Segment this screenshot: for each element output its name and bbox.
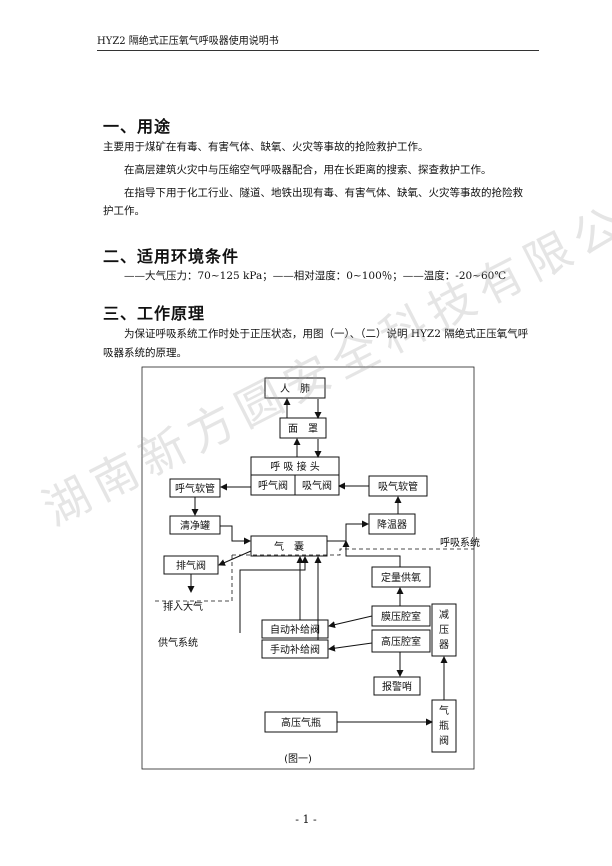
bag-label: 气 囊 [274, 540, 304, 553]
auto-valve-box [261, 619, 329, 639]
usage-paragraph-1: 主要用于煤矿在有毒、有害气体、缺氧、火灾等事故的抢险救护工作。 [103, 141, 429, 153]
inhale-valve-label: 吸气阀 [302, 479, 332, 492]
manual-valve-box [261, 639, 329, 659]
cooler-box [368, 513, 416, 535]
section-title-principle: 三、工作原理 [103, 304, 206, 323]
diagram-frame [141, 366, 475, 770]
supply-system-label: 供气系统 [158, 636, 198, 649]
mask-box [279, 417, 327, 439]
cylinder-valve-vertical-label: 气瓶阀 [439, 704, 449, 747]
exhale-valve-label: 呼气阀 [258, 479, 288, 492]
constant-supply-label: 定量供氧 [381, 571, 421, 584]
principle-paragraph-2: 吸器系统的原理。 [103, 347, 187, 359]
reducer-vertical-label: 减压器 [439, 609, 449, 651]
breathing-system-label: 呼吸系统 [440, 536, 480, 549]
usage-paragraph-3: 在指导下用于化工行业、隧道、地铁出现有毒、有害气体、缺氧、火灾等事故的抢险救 [124, 187, 523, 199]
alarm-box [373, 676, 421, 696]
scrubber-label: 清净罐 [180, 519, 210, 532]
bag-box [250, 535, 328, 557]
high-pressure-chamber-box [371, 629, 431, 653]
figure-caption: (图一) [284, 753, 312, 765]
document-header: HYZ2 隔绝式正压氧气呼吸器使用说明书 [97, 34, 539, 51]
alarm-label: 报警哨 [382, 680, 412, 693]
svg-text:气瓶阀: 气瓶阀 [439, 704, 449, 747]
connector-label: 呼 吸 接 头 [270, 460, 320, 473]
header-title: HYZ2 隔绝式正压氧气呼吸器使用说明书 [97, 36, 279, 47]
environment-conditions: ——大气压力：70~125 kPa；——相对湿度：0~100％；——温度：-20… [124, 270, 507, 282]
lung-box [264, 377, 326, 399]
to-atmosphere-label: 排入大气 [163, 600, 203, 613]
section-title-environment: 二、适用环境条件 [103, 247, 240, 266]
inhale-hose-label: 吸气软管 [378, 480, 418, 493]
scrubber-box [169, 515, 221, 535]
cooler-label: 降温器 [377, 518, 407, 531]
page-number: - 1 - [295, 813, 317, 826]
exhaust-valve-label: 排气阀 [176, 559, 206, 572]
svg-text:减压器: 减压器 [439, 609, 449, 651]
membrane-chamber-label: 膜压腔室 [381, 610, 421, 623]
usage-paragraph-4: 护工作。 [103, 205, 145, 217]
usage-paragraph-2: 在高层建筑火灾中与压缩空气呼吸器配合，用在长距离的搜索、探查救护工作。 [124, 164, 492, 176]
auto-valve-label: 自动补给阀 [270, 623, 320, 636]
mask-label: 面 罩 [288, 423, 318, 435]
manual-valve-label: 手动补给阀 [270, 643, 320, 656]
exhale-hose-label: 呼气软管 [175, 482, 215, 495]
high-pressure-chamber-label: 高压腔室 [381, 635, 421, 648]
principle-paragraph-1: 为保证呼吸系统工作时处于正压状态，用图（一）、（二）说明 HYZ2 隔绝式正压氧… [124, 328, 529, 340]
lung-label: 人 肺 [280, 383, 310, 395]
section-title-usage: 一、用途 [103, 117, 172, 136]
cylinder-label: 高压气瓶 [281, 716, 321, 729]
